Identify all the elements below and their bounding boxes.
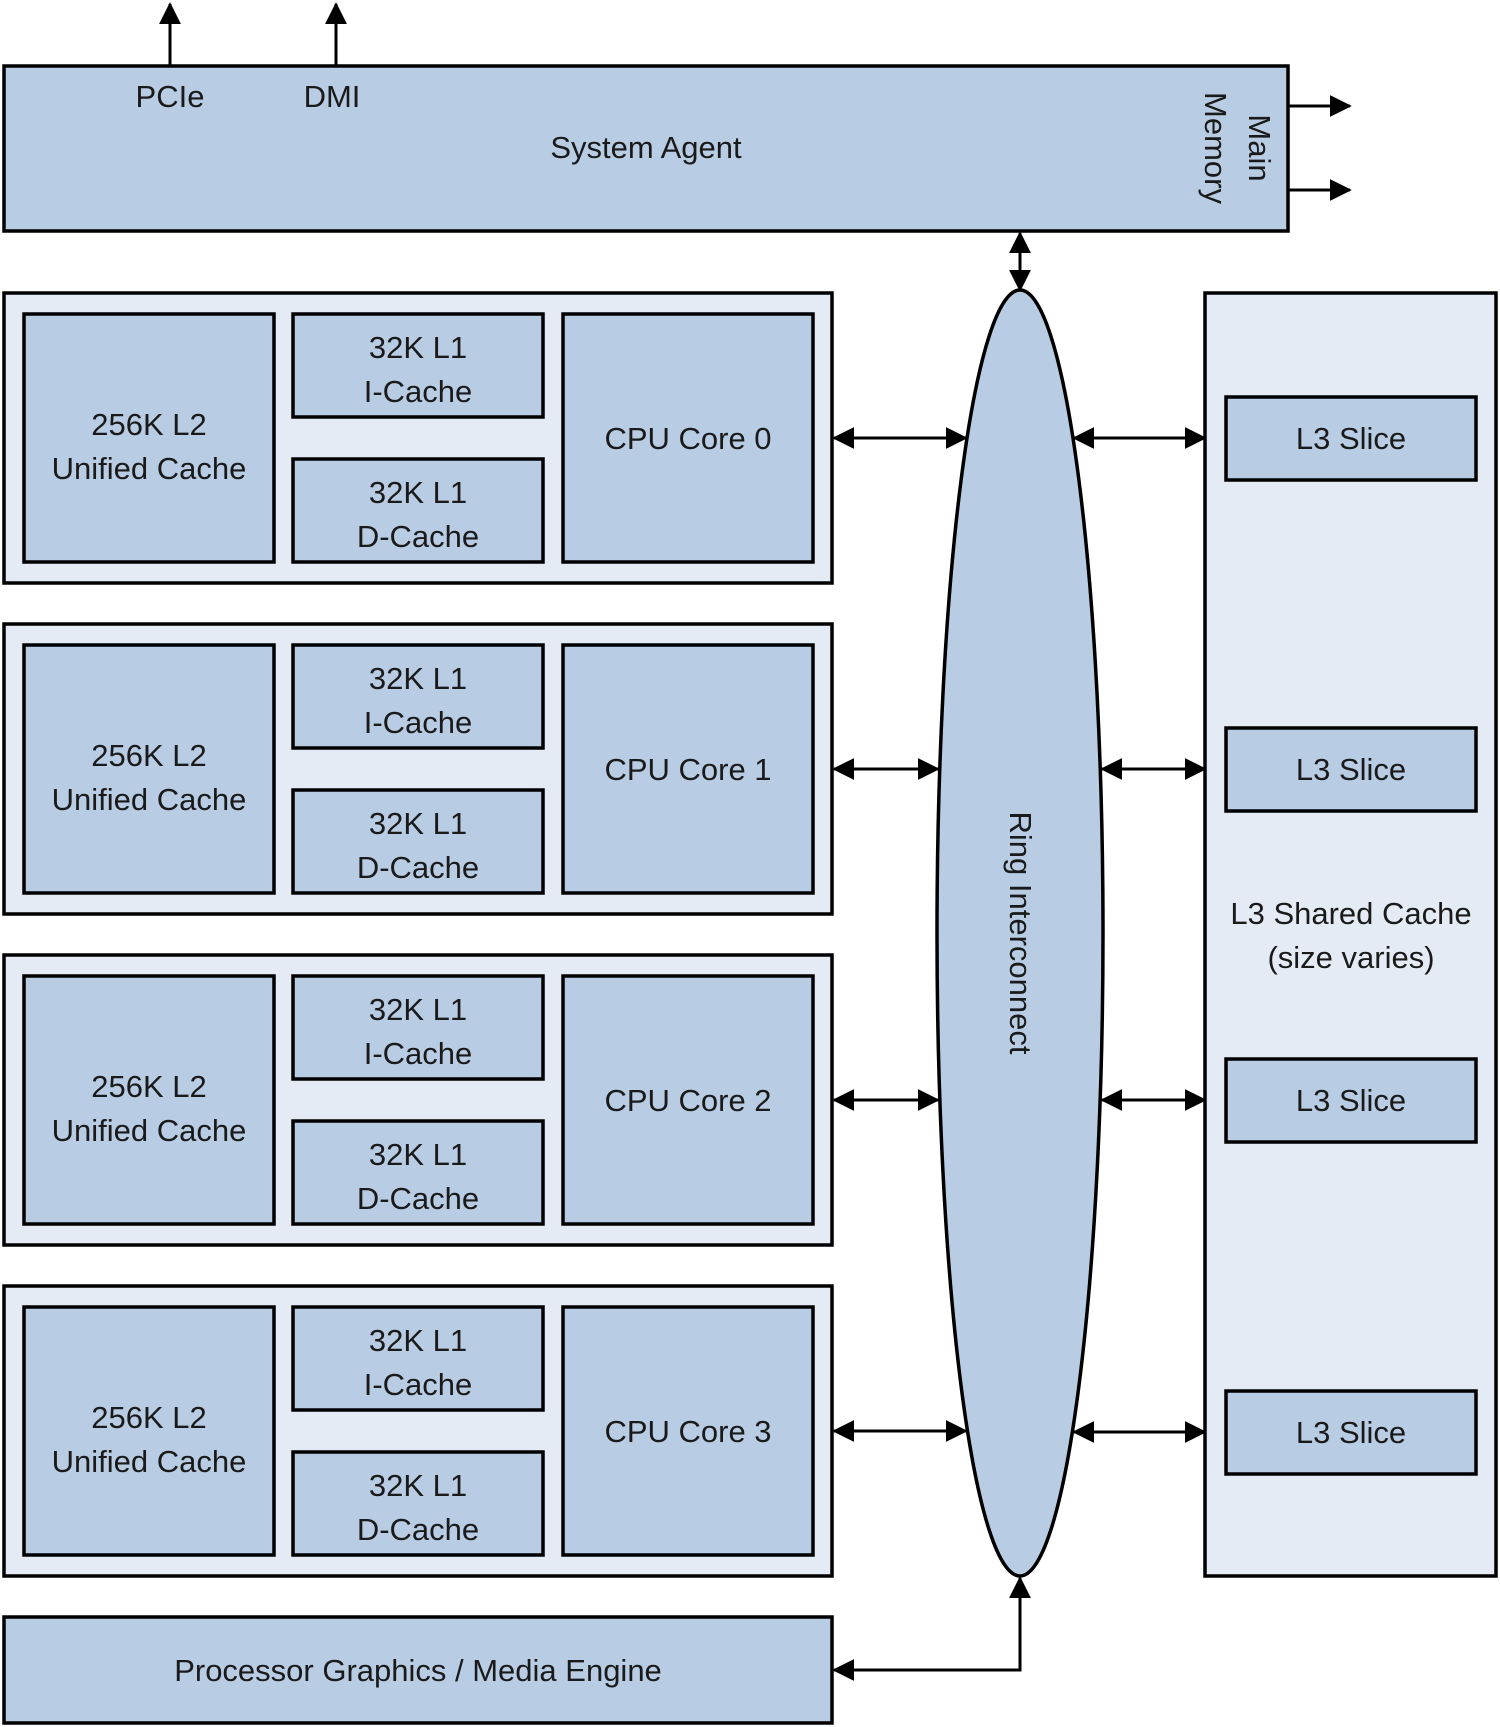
l1-dcache-2 — [291, 1119, 545, 1226]
processor-graphics-block: Processor Graphics / Media Engine — [2, 1615, 834, 1725]
l1-icache-label-2-line1: 32K L1 — [369, 992, 467, 1027]
cpu-core-2 — [561, 974, 815, 1226]
l3-shared-label-line1: L3 Shared Cache — [1230, 896, 1471, 931]
l3-slice-label-2: L3 Slice — [1296, 1083, 1406, 1118]
cpu-core-label-3: CPU Core 3 — [604, 1414, 771, 1449]
dmi-label: DMI — [304, 79, 361, 114]
l1-icache-3 — [291, 1305, 545, 1412]
l1-dcache-label-2-line2: D-Cache — [357, 1181, 479, 1216]
pcie-label: PCIe — [136, 79, 205, 114]
cpu-core-label-0: CPU Core 0 — [604, 421, 771, 456]
l3-slice-label-3: L3 Slice — [1296, 1415, 1406, 1450]
l1-icache-label-2-line2: I-Cache — [364, 1036, 473, 1071]
l2-cache-label-2-line1: 256K L2 — [91, 1069, 207, 1104]
l2-cache-label-3-line2: Unified Cache — [52, 1444, 247, 1479]
l3-slice-2: L3 Slice — [1224, 1057, 1478, 1144]
core-group-3: 256K L2 Unified Cache 32K L1 I-Cache 32K L1 D… — [2, 1284, 834, 1578]
graphics-to-ring-connector — [832, 1576, 1031, 1681]
l2-cache-label-3-line1: 256K L2 — [91, 1400, 207, 1435]
l2-cache-label-0-line1: 256K L2 — [91, 407, 207, 442]
l3-slice-0: L3 Slice — [1224, 395, 1478, 482]
l2-cache-label-1-line2: Unified Cache — [52, 782, 247, 817]
cpu-core-1 — [561, 643, 815, 895]
l1-icache-label-3-line1: 32K L1 — [369, 1323, 467, 1358]
l1-dcache-1 — [291, 788, 545, 895]
main-memory-label-line1: Main — [1242, 114, 1277, 181]
l1-dcache-label-3-line2: D-Cache — [357, 1512, 479, 1547]
l2-cache-label-0-line2: Unified Cache — [52, 451, 247, 486]
l1-dcache-label-0-line1: 32K L1 — [369, 475, 467, 510]
cpu-core-label-1: CPU Core 1 — [604, 752, 771, 787]
l2-cache-0 — [22, 312, 276, 564]
l1-icache-label-1-line1: 32K L1 — [369, 661, 467, 696]
cpu-core-label-2: CPU Core 2 — [604, 1083, 771, 1118]
l1-icache-0 — [291, 312, 545, 419]
system-agent-label: System Agent — [550, 130, 742, 165]
main-memory-label-line2: Memory — [1198, 92, 1233, 204]
l2-cache-3 — [22, 1305, 276, 1557]
l3-slices: L3 Slice L3 Slice L3 Slice L3 Slice — [1072, 395, 1478, 1476]
l3-slice-label-0: L3 Slice — [1296, 421, 1406, 456]
l1-dcache-label-2-line1: 32K L1 — [369, 1137, 467, 1172]
l1-icache-2 — [291, 974, 545, 1081]
processor-graphics-label: Processor Graphics / Media Engine — [174, 1653, 662, 1688]
l1-dcache-label-1-line2: D-Cache — [357, 850, 479, 885]
l3-shared-label-line2: (size varies) — [1267, 940, 1434, 975]
core-group-1: 256K L2 Unified Cache 32K L1 I-Cache 32K L1 D… — [2, 622, 834, 916]
l2-cache-2 — [22, 974, 276, 1226]
l1-icache-label-0-line1: 32K L1 — [369, 330, 467, 365]
l1-dcache-label-1-line1: 32K L1 — [369, 806, 467, 841]
l1-icache-1 — [291, 643, 545, 750]
l1-icache-label-1-line2: I-Cache — [364, 705, 473, 740]
core-group-2: 256K L2 Unified Cache 32K L1 I-Cache 32K L1 D… — [2, 953, 834, 1247]
l2-cache-1 — [22, 643, 276, 895]
cpu-core-3 — [561, 1305, 815, 1557]
cpu-core-0 — [561, 312, 815, 564]
l1-icache-label-0-line2: I-Cache — [364, 374, 473, 409]
l2-cache-label-2-line2: Unified Cache — [52, 1113, 247, 1148]
ring-interconnect-label: Ring Interconnect — [1003, 812, 1038, 1055]
l3-shared-cache-block: L3 Shared Cache (size varies) — [1203, 291, 1498, 1578]
core-group-0: 256K L2 Unified Cache 32K L1 I-Cache 32K L1 D… — [2, 291, 834, 585]
l3-slice-3: L3 Slice — [1224, 1389, 1478, 1476]
l1-dcache-label-0-line2: D-Cache — [357, 519, 479, 554]
l1-dcache-label-3-line1: 32K L1 — [369, 1468, 467, 1503]
l2-cache-label-1-line1: 256K L2 — [91, 738, 207, 773]
l3-slice-1: L3 Slice — [1224, 726, 1478, 813]
system-agent-block: System Agent PCIe DMI Main Memory — [2, 64, 1290, 233]
l1-dcache-0 — [291, 457, 545, 564]
l3-slice-label-1: L3 Slice — [1296, 752, 1406, 787]
l1-dcache-3 — [291, 1450, 545, 1557]
l1-icache-label-3-line2: I-Cache — [364, 1367, 473, 1402]
cpu-cores: 256K L2 Unified Cache 32K L1 I-Cache 32K L1 D… — [2, 291, 968, 1578]
